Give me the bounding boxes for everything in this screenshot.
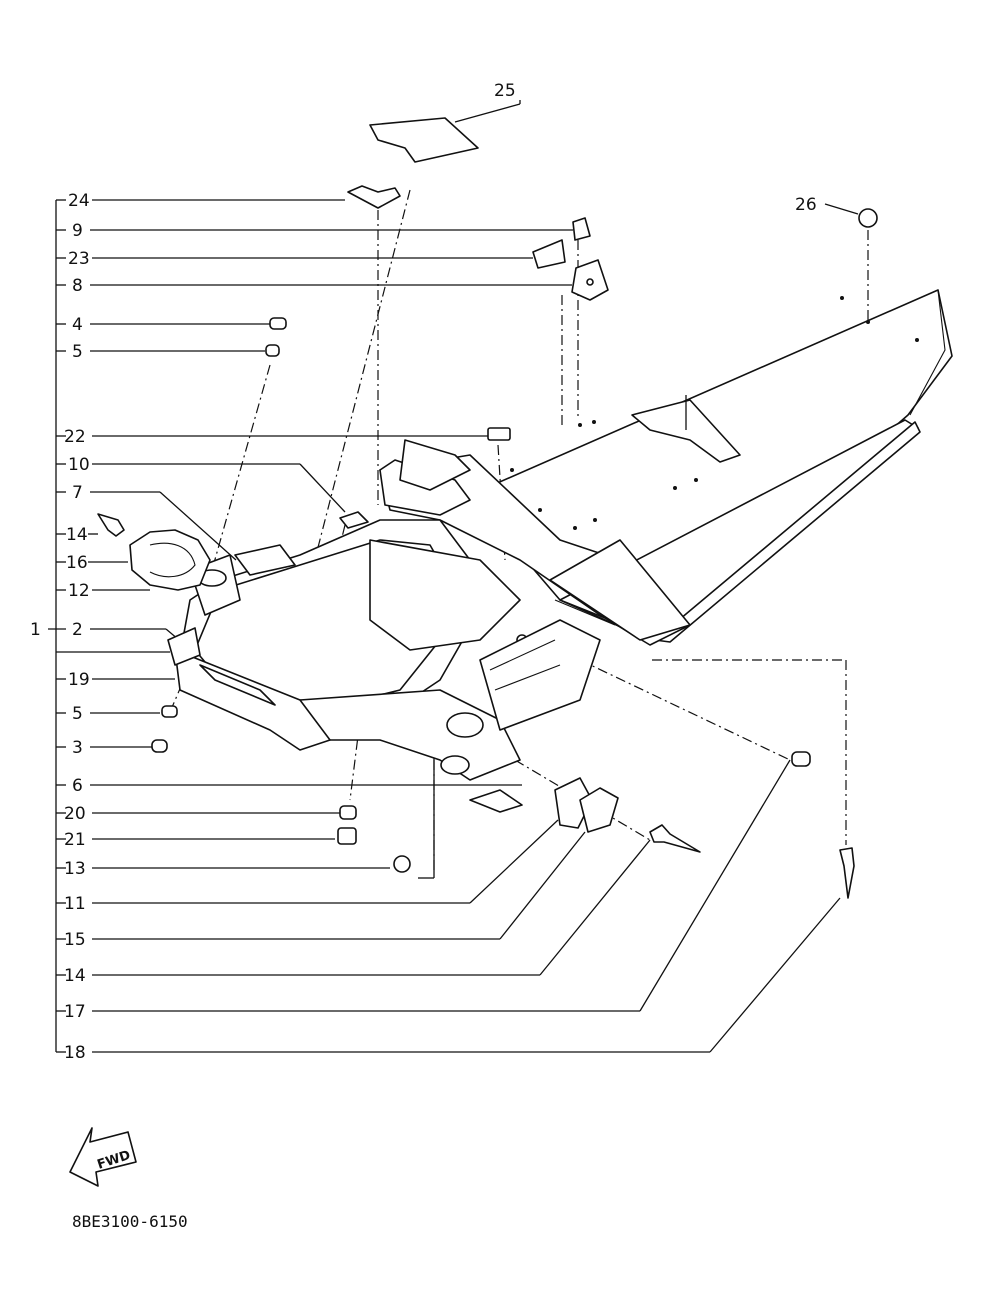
callout-8: 8 — [72, 276, 83, 296]
callout-19: 19 — [68, 670, 90, 690]
part-13-washer — [393, 855, 411, 873]
callout-12: 12 — [68, 581, 90, 601]
part-24-pad — [347, 185, 401, 209]
part-4-grommet — [269, 317, 287, 330]
callout-26: 26 — [795, 195, 817, 215]
part-22-pad — [487, 427, 511, 441]
callout-22: 22 — [64, 427, 86, 447]
part-3-grommet — [151, 739, 168, 753]
callout-2: 2 — [72, 620, 83, 640]
callout-21: 21 — [64, 830, 86, 850]
callout-5a: 5 — [72, 342, 83, 362]
part-25-pad — [369, 117, 479, 163]
callout-24: 24 — [68, 191, 90, 211]
callout-15: 15 — [64, 930, 86, 950]
callout-18: 18 — [64, 1043, 86, 1063]
callout-23: 23 — [68, 249, 90, 269]
callout-14b: 14 — [64, 966, 86, 986]
callout-16: 16 — [66, 553, 88, 573]
part-17-cap — [791, 751, 811, 767]
part-5-grommet-upper — [265, 344, 280, 357]
part-15-plate — [579, 787, 619, 833]
callout-17: 17 — [64, 1002, 86, 1022]
callout-3: 3 — [72, 738, 83, 758]
part-14-bolt-rear — [649, 824, 701, 853]
part-23-pad — [532, 239, 566, 269]
callout-14a: 14 — [66, 525, 88, 545]
part-26-cap — [858, 208, 878, 228]
callout-13: 13 — [64, 859, 86, 879]
part-14-bolt-front — [97, 513, 125, 537]
callout-9: 9 — [72, 221, 83, 241]
callout-20: 20 — [64, 804, 86, 824]
part-18-rivet — [839, 847, 855, 899]
callout-10: 10 — [68, 455, 90, 475]
part-21-nut — [337, 827, 357, 845]
callout-labels: 1 24 9 23 8 4 5 22 10 7 14 16 12 2 19 5 … — [30, 81, 817, 1063]
callout-4: 4 — [72, 315, 83, 335]
fwd-arrow: FWD — [69, 1127, 137, 1187]
callout-6: 6 — [72, 776, 83, 796]
leader-lines — [88, 100, 859, 1053]
part-16-bushing — [129, 529, 211, 591]
part-5-grommet-lower — [161, 705, 178, 718]
frame-assembly — [167, 289, 953, 813]
part-9-damper — [572, 217, 591, 241]
part-10-pad — [339, 511, 369, 529]
callout-7: 7 — [72, 483, 83, 503]
callout-25: 25 — [494, 81, 516, 101]
callout-11: 11 — [64, 894, 86, 914]
fwd-arrow-icon — [69, 1127, 137, 1187]
callout-bracket — [48, 199, 170, 1053]
part-code: 8BE3100-6150 — [72, 1212, 188, 1231]
callout-5b: 5 — [72, 704, 83, 724]
loose-parts — [97, 117, 878, 899]
part-20-collar — [339, 805, 357, 820]
callout-1: 1 — [30, 620, 41, 640]
